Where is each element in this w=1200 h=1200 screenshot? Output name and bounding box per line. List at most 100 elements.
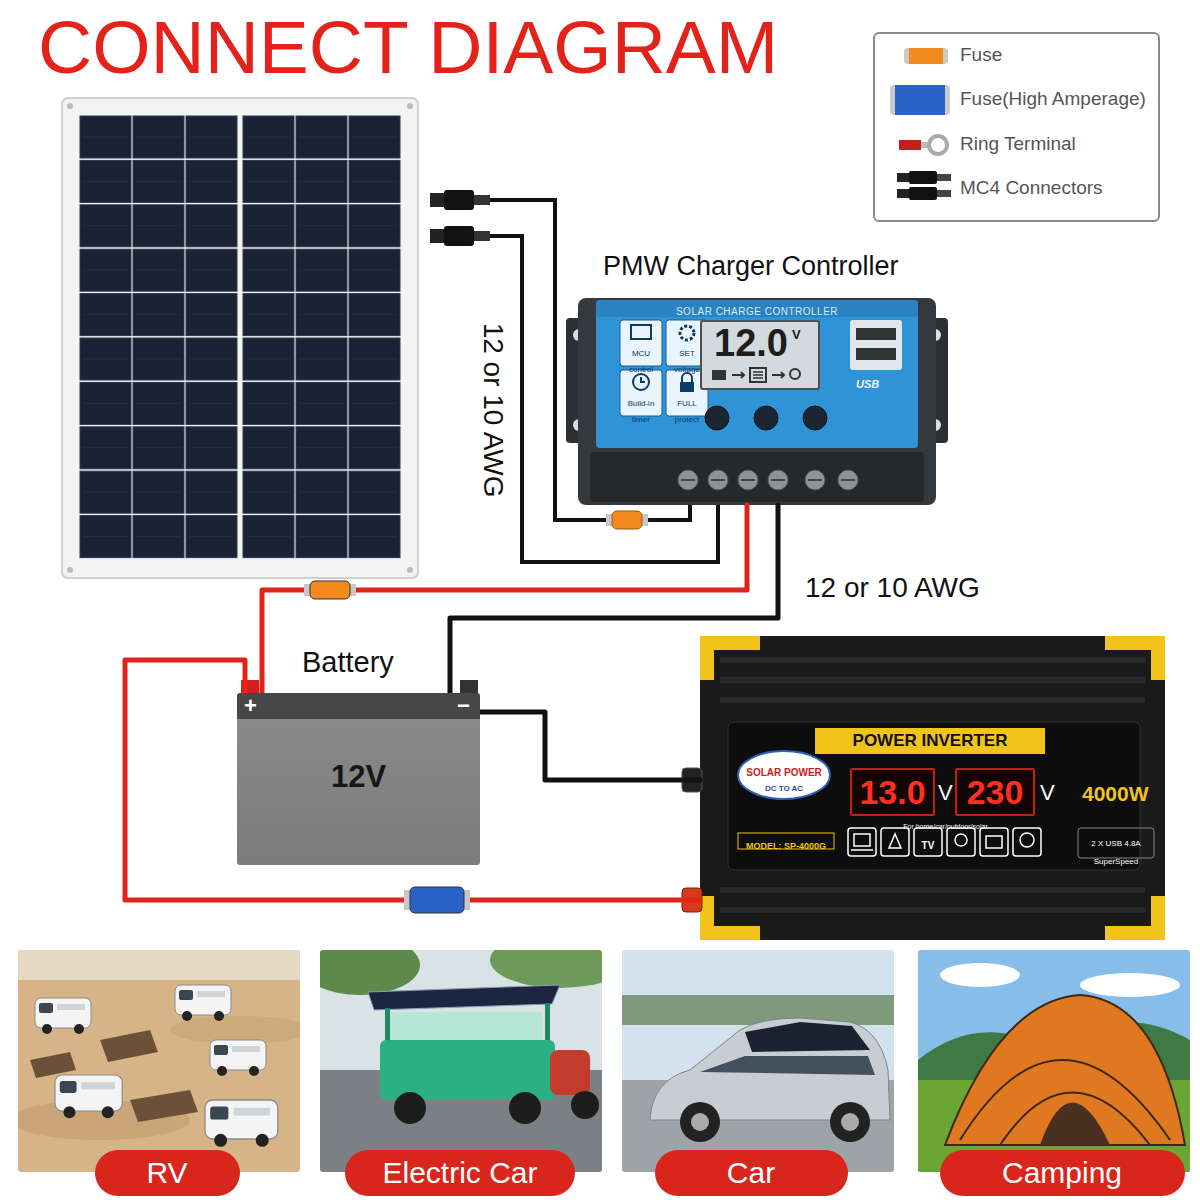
- solar-cell: [296, 382, 347, 424]
- legend-text-holder: Fuse: [960, 44, 1002, 66]
- cell-line: [189, 359, 234, 360]
- rv-photo-part: [18, 950, 300, 1172]
- rv-photo-part: [130, 1090, 198, 1122]
- cell-line: [189, 536, 234, 537]
- charge-controller-art-part: [620, 320, 662, 366]
- solar-cell: [296, 471, 347, 513]
- camping-photo-part: [960, 1060, 1170, 1145]
- cell-line: [246, 225, 291, 226]
- rv-photo-part: [175, 985, 231, 1021]
- cell-line: [83, 137, 128, 138]
- panel-wires-part: [430, 229, 444, 243]
- charge-controller-text-holder: FULL protect: [666, 393, 708, 425]
- camping-photo-part: [1080, 973, 1180, 997]
- charge-controller-art-part: [705, 406, 729, 430]
- lcd-icons-part: [732, 372, 744, 378]
- power-inverter-art-part: [1013, 828, 1041, 856]
- camping-photo-part: [918, 950, 1190, 1172]
- solar-cell: [349, 205, 400, 247]
- power-inverter-art-part: [815, 728, 1045, 754]
- lcd-icons-part: [772, 372, 784, 378]
- solar-cell: [133, 116, 184, 158]
- mc4-connector-icon-part: [937, 174, 951, 181]
- solar-cell: [133, 160, 184, 202]
- solar-cell: [243, 427, 294, 469]
- inline-fuse: [404, 887, 470, 913]
- solar-cell: [349, 382, 400, 424]
- voltage-display: 13.0: [850, 768, 935, 816]
- solar-cell: [133, 427, 184, 469]
- cell-line: [136, 492, 181, 493]
- charge-controller-art-part: [596, 300, 918, 448]
- mc4-connector-icon-part: [909, 187, 937, 200]
- charge-controller-art-part: [680, 326, 694, 340]
- legend-text-holder: Ring Terminal: [960, 133, 1076, 155]
- rv-photo-part: [210, 1040, 266, 1076]
- voltage-display-text: 230: [967, 773, 1024, 811]
- rv-photo-part: [35, 998, 91, 1034]
- charge-controller-art-part: [680, 382, 694, 392]
- power-inverter-text: 2 X USB 4.8A SuperSpeed: [1091, 839, 1140, 866]
- legend-text: Fuse(High Amperage): [960, 88, 1146, 109]
- legend-swatch: [904, 48, 948, 64]
- solar-cell: [186, 471, 237, 513]
- solar-panel-part: [407, 103, 413, 109]
- pill-label: Car: [727, 1156, 775, 1189]
- battery-text-holder: +: [244, 695, 257, 717]
- cell-line: [136, 137, 181, 138]
- solar-cells: [80, 116, 400, 558]
- panel-wires-part: [444, 226, 474, 246]
- cell-line: [246, 492, 291, 493]
- power-inverter-text: 4000W: [1082, 782, 1149, 805]
- solar-cell: [80, 249, 131, 291]
- cell-line: [352, 270, 397, 271]
- car-photo-part: [700, 1056, 875, 1075]
- cell-line: [246, 447, 291, 448]
- charge-controller-art-part: [803, 406, 827, 430]
- power-inverter-art: [682, 636, 1165, 940]
- solar-cell: [243, 249, 294, 291]
- usage-pill: Camping: [940, 1150, 1185, 1196]
- cell-line: [136, 447, 181, 448]
- power-inverter-text-holder: V: [1040, 782, 1055, 804]
- rv-photo-part: [55, 1075, 122, 1118]
- power-inverter-text-holder: POWER INVERTER: [815, 732, 1045, 749]
- power-inverter-text: For home/car/outdoor/solar: [903, 823, 987, 830]
- voltage-display-text-holder: 230: [957, 775, 1033, 809]
- solar-cell: [243, 382, 294, 424]
- charge-controller-text-holder: Build-in timer: [620, 393, 662, 425]
- car-photo-part: [680, 1102, 720, 1142]
- solar-cell: [296, 294, 347, 336]
- pill-label-holder: Electric Car: [345, 1158, 575, 1188]
- cell-line: [83, 225, 128, 226]
- charge-controller-text: SOLAR CHARGE CONTROLLER: [676, 306, 838, 317]
- power-inverter-art-part: [848, 828, 876, 856]
- cell-line: [246, 137, 291, 138]
- panel-wires-part: [430, 193, 444, 207]
- solar-cell: [296, 249, 347, 291]
- electric-car-photo-part: [490, 950, 602, 988]
- legend-text-holder: Fuse(High Amperage): [960, 88, 1146, 110]
- power-inverter-text-holder: MODEL: SP-4000G: [738, 836, 834, 852]
- lcd-screen-text-holder: V: [792, 326, 801, 342]
- solar-cell: [133, 471, 184, 513]
- battery-text-holder: Battery: [302, 646, 394, 679]
- solar-cell: [186, 338, 237, 380]
- charge-controller-art-part: [633, 374, 649, 390]
- charge-controller-text: USB: [856, 378, 879, 390]
- voltage-display-text: 13.0: [859, 773, 925, 811]
- usage-pill: Electric Car: [345, 1150, 575, 1196]
- cell-line: [136, 270, 181, 271]
- car-photo-part: [691, 1113, 709, 1131]
- power-inverter-text: SOLAR POWER: [746, 767, 822, 778]
- cell-line: [352, 492, 397, 493]
- charge-controller-art-part: [590, 452, 924, 502]
- power-inverter: POWER INVERTERSOLAR POWERDC TO ACVV4000W…: [700, 632, 1165, 940]
- ring-terminal-icon-part: [899, 140, 921, 150]
- solar-cell: [186, 249, 237, 291]
- power-inverter-art-part: [738, 751, 830, 799]
- panel-wires-part: [474, 195, 490, 205]
- cell-line: [299, 359, 344, 360]
- power-inverter-art-part: [700, 636, 1165, 940]
